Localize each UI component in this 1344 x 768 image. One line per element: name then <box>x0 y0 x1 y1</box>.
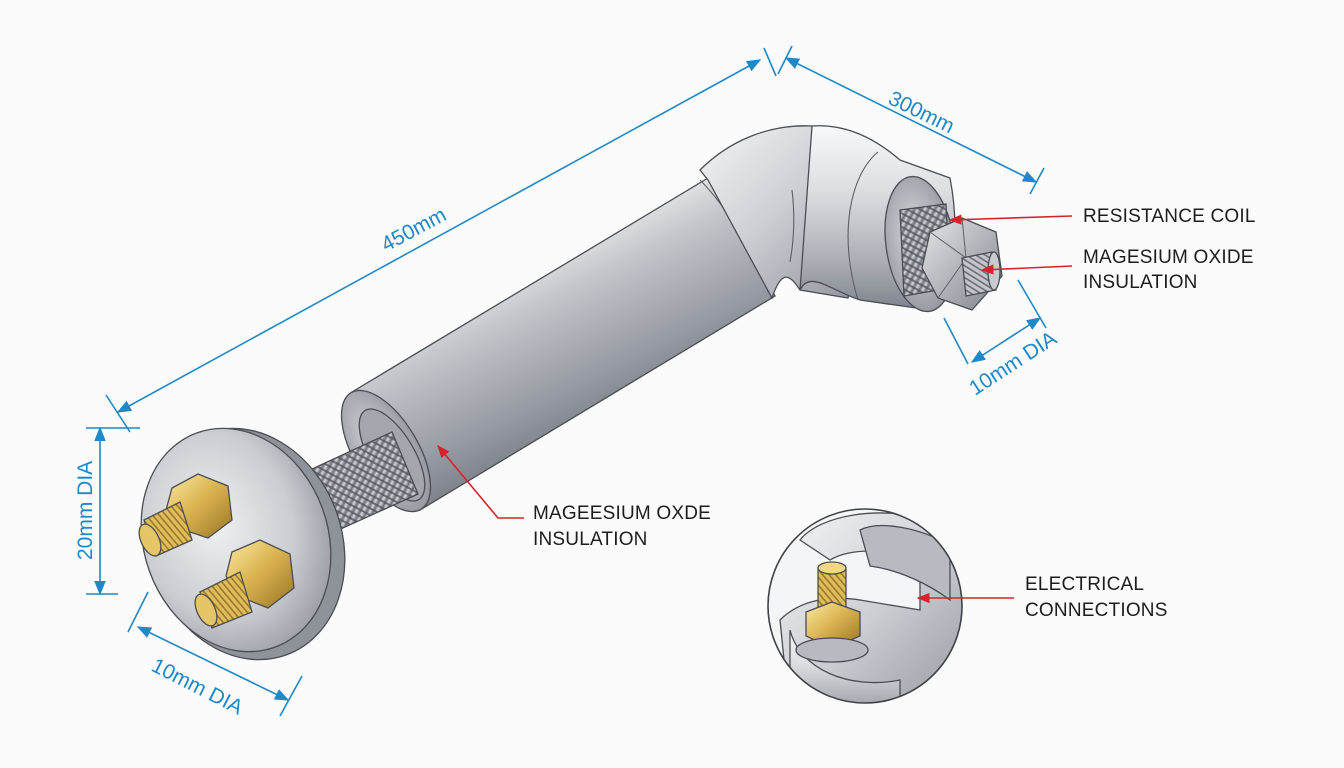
dim-10-right-ext-b <box>1017 279 1047 329</box>
label-insulation-right-2: INSULATION <box>1083 272 1198 293</box>
right-terminal-tip <box>987 251 1001 291</box>
dim-10-right-label: 10mm DIA <box>965 327 1061 400</box>
stud-tip <box>138 523 162 557</box>
dim-300-ext-left <box>777 45 793 75</box>
elbow-seam <box>789 189 795 263</box>
brass-terminal-upper <box>138 473 233 557</box>
dimension-lines <box>86 45 1047 717</box>
dim-300-label: 300mm <box>885 87 958 138</box>
dim-450-line <box>116 59 762 413</box>
hex-nut-icon <box>805 601 861 649</box>
label-insulation-center-2: INSULATION <box>533 529 648 550</box>
dim-10-left-ext-b <box>279 675 303 717</box>
dim-450-label: 450mm <box>378 203 451 256</box>
label-insulation-center-1: MAGEESIUM OXDE <box>533 503 711 524</box>
heating-element <box>138 125 1003 661</box>
inset-stud-top <box>817 561 847 575</box>
label-insulation-right-1: MAGESIUM OXIDE <box>1083 247 1254 268</box>
stud-tip <box>194 593 218 627</box>
leader-lines <box>437 214 1073 604</box>
brass-terminal-lower <box>194 539 295 629</box>
inset-detail <box>767 508 963 704</box>
leader-resistance-coil <box>948 214 1073 225</box>
label-resistance-coil: RESISTANCE COIL <box>1083 206 1256 227</box>
inset-slot <box>859 524 951 602</box>
short-pipe-band <box>847 151 879 301</box>
dim-10-right-line <box>970 317 1042 363</box>
inset-border <box>767 508 963 704</box>
dim-10-right-ext-a <box>943 317 969 365</box>
label-electrical-1: ELECTRICAL <box>1025 574 1144 595</box>
dim-450-ext-left <box>105 394 131 433</box>
right-terminal-pin <box>961 251 997 297</box>
dim-450-ext-right <box>763 47 777 77</box>
dim-10-left-label: 10mm DIA <box>148 654 247 720</box>
leader-insulation-right <box>980 264 1073 275</box>
dim-20-label: 20mm DIA <box>74 461 97 560</box>
dim-10-left-line <box>136 626 290 701</box>
dim-10-left-ext-a <box>127 591 149 633</box>
label-electrical-2: CONNECTIONS <box>1025 600 1168 621</box>
leader-insulation-center <box>437 445 524 519</box>
dim-300-line <box>784 57 1038 183</box>
dim-300-ext-right <box>1029 167 1045 195</box>
inset-washer <box>795 637 869 663</box>
